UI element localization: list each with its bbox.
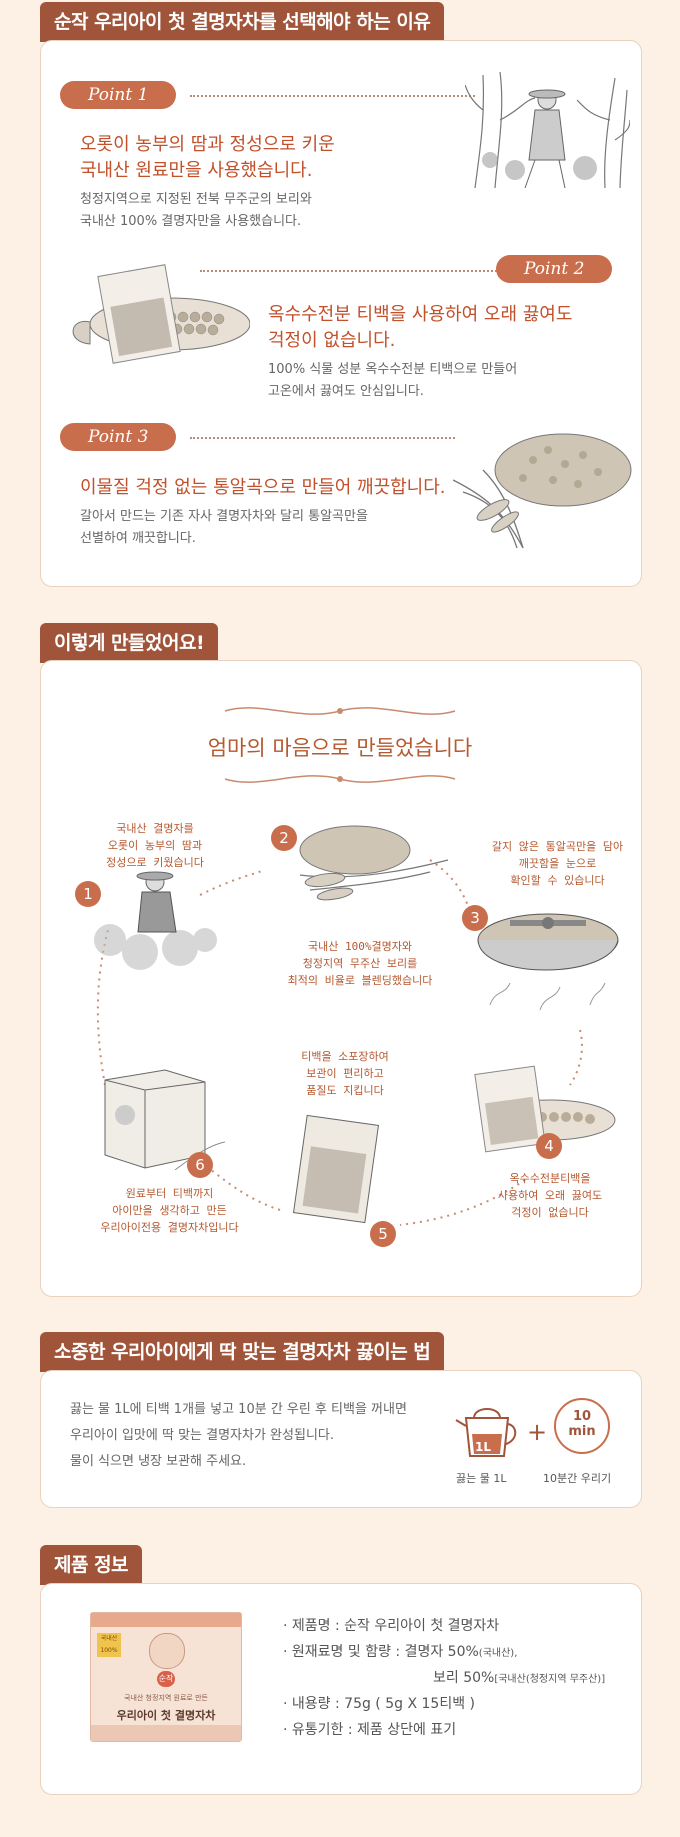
step6-product-box-illustration: [104, 1069, 225, 1170]
info-volume: · 내용량 : 75g ( 5g X 15티백 ): [283, 1696, 475, 1712]
brewing-desc: 끓는 물 1L에 티백 1개를 넣고 10분 간 우린 후 티백을 꺼내면 우리…: [70, 1402, 407, 1469]
point3-desc: 갈아서 만드는 기존 자사 결명자차와 달리 통알곡만을 선별하여 깨끗합니다.: [80, 509, 368, 546]
step2-number: 2: [271, 825, 297, 851]
ornament-top: [224, 707, 456, 715]
info-product-name: · 제품명 : 순작 우리아이 첫 결명자차: [283, 1618, 500, 1634]
point1-desc: 청정지역으로 지정된 전북 무주군의 보리와 국내산 100% 결명자만을 사용…: [80, 192, 312, 229]
farmer-cornfield-illustration: [465, 71, 630, 188]
point1-dotted-line: [190, 95, 475, 97]
step5-number: 5: [370, 1221, 396, 1247]
grain-pile-wheat-illustration: [453, 433, 632, 549]
step6-number: 6: [187, 1152, 213, 1178]
step4-corn-teabag-illustration: [474, 1065, 616, 1153]
step4-number: 4: [536, 1133, 562, 1159]
point2-title: 옥수수전분 티백을 사용하여 오래 끓여도 걱정이 없습니다.: [268, 304, 573, 351]
step1-number: 1: [75, 881, 101, 907]
point2-badge: Point 2: [496, 255, 613, 283]
box-product-name: 우리아이 첫 결명자차: [116, 1709, 216, 1722]
kettle-badge: 1L: [475, 1440, 491, 1454]
point1-title: 오롯이 농부의 땀과 정성으로 키운 국내산 원료만을 사용했습니다.: [80, 134, 335, 181]
process-cycle-path: [96, 859, 583, 1226]
section2-title: 이렇게 만들었어요!: [40, 623, 219, 663]
point3-dotted-line: [190, 437, 455, 439]
timer-number: 10: [572, 1409, 592, 1424]
box-tagline: 국내산 청정지역 원료로 만든: [124, 1694, 208, 1702]
point2-dotted-line: [200, 270, 500, 272]
section4-title: 제품 정보: [40, 1545, 143, 1585]
process-heading: 엄마의 마음으로 만들었습니다: [207, 736, 473, 760]
point3-title: 이물질 걱정 없는 통알곡으로 만들어 깨끗합니다.: [80, 477, 446, 498]
step2-wheat-grain-illustration: [299, 825, 449, 901]
info-ingredients-2: 보리 50%[국내산(청정지역 무주산)]: [433, 1670, 606, 1686]
box-brand-badge: 순작: [157, 1671, 175, 1687]
section3-title: 소중한 우리아이에게 딱 맞는 결명자차 끓이는 법: [40, 1332, 445, 1372]
timer-icon: 10 min: [554, 1398, 610, 1454]
step1-farmer-illustration: [94, 871, 217, 970]
point2-desc: 100% 식물 성분 옥수수전분 티백으로 만들어 고온에서 끓여도 안심입니다…: [268, 362, 518, 399]
timer-unit: min: [568, 1424, 596, 1439]
timer-caption: 10분간 우리기: [543, 1472, 612, 1485]
box-baby-face: [149, 1633, 185, 1669]
step5-packet-illustration: [292, 1114, 380, 1224]
info-expiry: · 유통기한 : 제품 상단에 표기: [283, 1722, 457, 1738]
info-ingredients: · 원재료명 및 함량 : 결명자 50%(국내산),: [283, 1644, 518, 1660]
corn-teabag-illustration: [72, 264, 250, 364]
brewing-card: [40, 1370, 642, 1508]
kettle-caption: 끓는 물 1L: [456, 1472, 507, 1485]
ornament-bottom: [224, 775, 456, 783]
kettle-icon: [455, 1408, 517, 1457]
step3-number: 3: [462, 905, 488, 931]
step3-roasting-pan-illustration: [477, 913, 619, 1011]
point1-badge: Point 1: [60, 81, 177, 109]
section1-title: 순작 우리아이 첫 결명자차를 선택해야 하는 이유: [40, 2, 445, 42]
point3-badge: Point 3: [60, 423, 177, 451]
plus-sign: +: [527, 1418, 548, 1446]
